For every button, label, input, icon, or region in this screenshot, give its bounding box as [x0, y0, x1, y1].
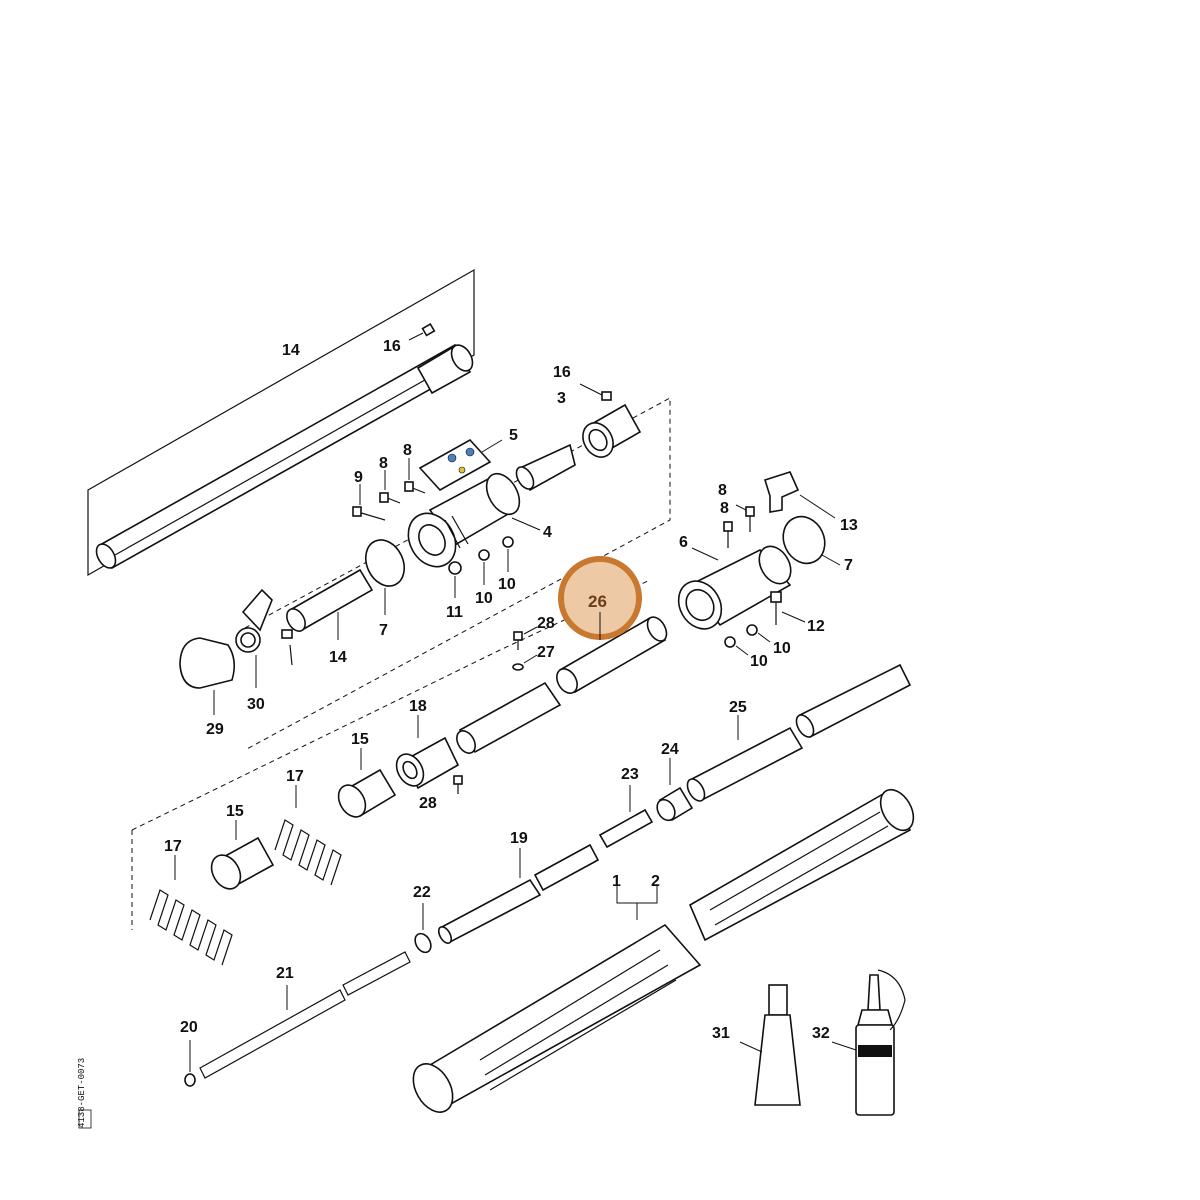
- callout-26-highlighted: 26: [588, 592, 607, 611]
- part-17-spring-upper: [274, 785, 342, 886]
- callout-8-b: 8: [403, 442, 412, 459]
- callout-13: 13: [840, 517, 858, 534]
- callout-27: 27: [537, 644, 555, 661]
- callout-31: 31: [712, 1025, 730, 1042]
- callout-24: 24: [661, 741, 679, 758]
- assembly-outline-middle: [131, 579, 651, 831]
- callout-17-lower: 17: [164, 838, 182, 855]
- part-30-clamp: [235, 588, 273, 688]
- part-23-spline: [598, 785, 654, 849]
- part-29-cap: [179, 637, 236, 715]
- callout-30: 30: [247, 696, 265, 713]
- part-28-screw-lower: [453, 775, 463, 794]
- callout-6: 6: [679, 534, 688, 551]
- part-20-o-ring-small: [184, 1040, 196, 1087]
- part-1-2-main-tube: [412, 788, 915, 1113]
- part-8-screw-d: [735, 504, 755, 532]
- part-10-nut-a: [478, 549, 490, 585]
- callout-10-d: 10: [750, 653, 768, 670]
- callout-21: 21: [276, 965, 294, 982]
- callout-16-middle: 16: [553, 364, 571, 381]
- part-12-screw: [770, 591, 806, 625]
- callout-17-upper: 17: [286, 768, 304, 785]
- callout-28-lower: 28: [419, 795, 437, 812]
- part-26-tube: [556, 616, 668, 694]
- part-11-nut: [448, 561, 462, 598]
- part-3-sleeve: [582, 403, 642, 458]
- part-5-decal: [418, 438, 503, 492]
- drawing-reference-code: 4138-GET-0073: [77, 1058, 87, 1128]
- part-31-grease-tube: [739, 984, 801, 1106]
- callout-3: 3: [557, 390, 566, 407]
- group-frame-14: [87, 268, 475, 577]
- part-22-circlip: [414, 903, 432, 954]
- callout-8-d: 8: [718, 482, 727, 499]
- part-8-screw-c: [723, 521, 733, 548]
- callout-23: 23: [621, 766, 639, 783]
- callout-15-upper: 15: [351, 731, 369, 748]
- callout-10-c: 10: [773, 640, 791, 657]
- callout-12: 12: [807, 618, 825, 635]
- part-27-washer: [512, 654, 538, 671]
- part-10-nut-d: [724, 636, 749, 656]
- callout-1: 1: [612, 873, 621, 890]
- highlight-marker-26: [558, 556, 642, 640]
- callout-9: 9: [354, 469, 363, 486]
- part-13-knob: [763, 471, 836, 519]
- callout-8-a: 8: [379, 455, 388, 472]
- callout-10-b: 10: [498, 576, 516, 593]
- callout-4: 4: [543, 524, 552, 541]
- part-8-screw-b: [404, 458, 426, 494]
- callout-7-right: 7: [844, 557, 853, 574]
- assembly-outline-upper: [244, 397, 671, 751]
- callout-29: 29: [206, 721, 224, 738]
- part-16-screw-upper: [408, 322, 436, 341]
- part-10-nut-c: [746, 624, 771, 643]
- part-21-drive-shaft: [199, 951, 411, 1079]
- part-15-sleeve-upper: [337, 748, 397, 818]
- part-7-o-ring-right: [782, 515, 841, 566]
- callout-32: 32: [812, 1025, 830, 1042]
- callout-19: 19: [510, 830, 528, 847]
- callout-8-c: 8: [720, 500, 729, 517]
- part-18-connector: [395, 681, 562, 790]
- part-32-bottle: [831, 969, 906, 1116]
- part-15-sleeve-lower: [210, 820, 275, 890]
- reference-box: [78, 1109, 92, 1129]
- part-screw-clamp: [281, 629, 293, 666]
- callout-7-left: 7: [379, 622, 388, 639]
- callout-11: 11: [446, 604, 463, 621]
- part-10-nut-b: [502, 536, 514, 572]
- callout-20: 20: [180, 1019, 198, 1036]
- part-9-screw: [352, 484, 386, 521]
- part-19-shaft: [437, 843, 600, 944]
- callout-28-upper: 28: [537, 615, 555, 632]
- callout-5: 5: [509, 427, 518, 444]
- part-4-housing: [407, 472, 541, 568]
- part-14-short-tube: [286, 568, 374, 640]
- part-25-shaft: [686, 663, 912, 802]
- part-28-screw-upper: [513, 626, 538, 650]
- callout-14-upper: 14: [282, 342, 300, 359]
- part-14-long-tube: [95, 343, 474, 570]
- part-7-o-ring-left: [364, 539, 406, 615]
- part-16-screw-middle: [579, 383, 612, 401]
- part-8-screw-a: [379, 470, 401, 504]
- callout-16-upper: 16: [383, 338, 401, 355]
- part-6-housing: [677, 545, 792, 630]
- callout-25: 25: [729, 699, 747, 716]
- callout-18: 18: [409, 698, 427, 715]
- callout-10-a: 10: [475, 590, 493, 607]
- callout-14-lower: 14: [329, 649, 347, 666]
- callout-22: 22: [413, 884, 431, 901]
- callout-15-lower: 15: [226, 803, 244, 820]
- part-24-bushing: [656, 758, 694, 822]
- part-small-tube: [515, 443, 576, 492]
- callout-2: 2: [651, 873, 660, 890]
- part-17-spring-lower: [149, 855, 233, 966]
